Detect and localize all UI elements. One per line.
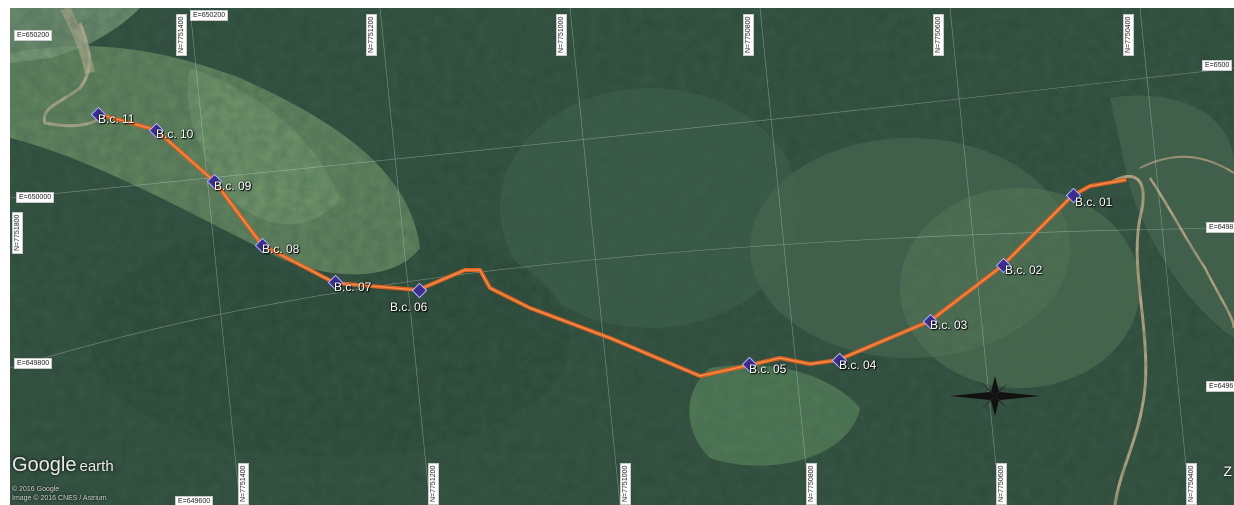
grid-label: N=7751400 [238,462,249,505]
grid-label: N=7751200 [366,13,377,56]
logo-product: earth [79,458,114,475]
marker-label-bc-01: B.c. 01 [1075,195,1113,209]
grid-label: E=650200 [190,10,229,21]
grid-label: N=7751000 [556,13,567,56]
grid-label: E=649800 [14,358,53,369]
grid-label: N=7751800 [12,211,23,254]
marker-label-bc-02: B.c. 02 [1005,263,1043,277]
copyright-line-1: © 2016 Google [12,486,60,493]
marker-label-bc-07: B.c. 07 [334,280,372,294]
grid-label: N=7751400 [176,13,187,56]
marker-label-bc-06: B.c. 06 [390,300,428,314]
grid-label: E=650200 [14,30,53,41]
marker-label-bc-11: B.c. 11 [98,112,135,126]
marker-label-bc-04: B.c. 04 [839,358,877,372]
grid-label: N=7750400 [1123,13,1134,56]
logo-brand: Google [12,454,77,476]
grid-label: N=7750400 [1186,462,1197,505]
grid-label: N=7750600 [933,13,944,56]
satellite-map[interactable]: E=650200 E=650200 E=650000 E=649800 E=64… [10,8,1234,505]
grid-label: N=7750600 [996,462,1007,505]
grid-label: E=6498 [1206,222,1234,233]
grid-label: N=7750800 [806,462,817,505]
edge-text: Z [1223,463,1232,479]
copyright-line-2: Image © 2016 CNES / Astrium [12,495,107,502]
marker-label-bc-03: B.c. 03 [930,318,968,332]
grid-label: E=650000 [16,192,55,203]
terrain-layer [10,8,1234,505]
grid-label: N=7750800 [743,13,754,56]
marker-label-bc-10: B.c. 10 [156,127,194,141]
compass-rose-icon [950,376,1040,416]
marker-label-bc-08: B.c. 08 [262,242,300,256]
marker-label-bc-05: B.c. 05 [749,362,787,376]
grid-label: N=7751200 [428,462,439,505]
grid-label: N=7751000 [620,462,631,505]
grid-label: E=6500 [1202,60,1233,71]
marker-label-bc-09: B.c. 09 [214,179,252,193]
grid-label: E=649600 [175,496,214,505]
grid-label: E=6496 [1206,381,1234,392]
